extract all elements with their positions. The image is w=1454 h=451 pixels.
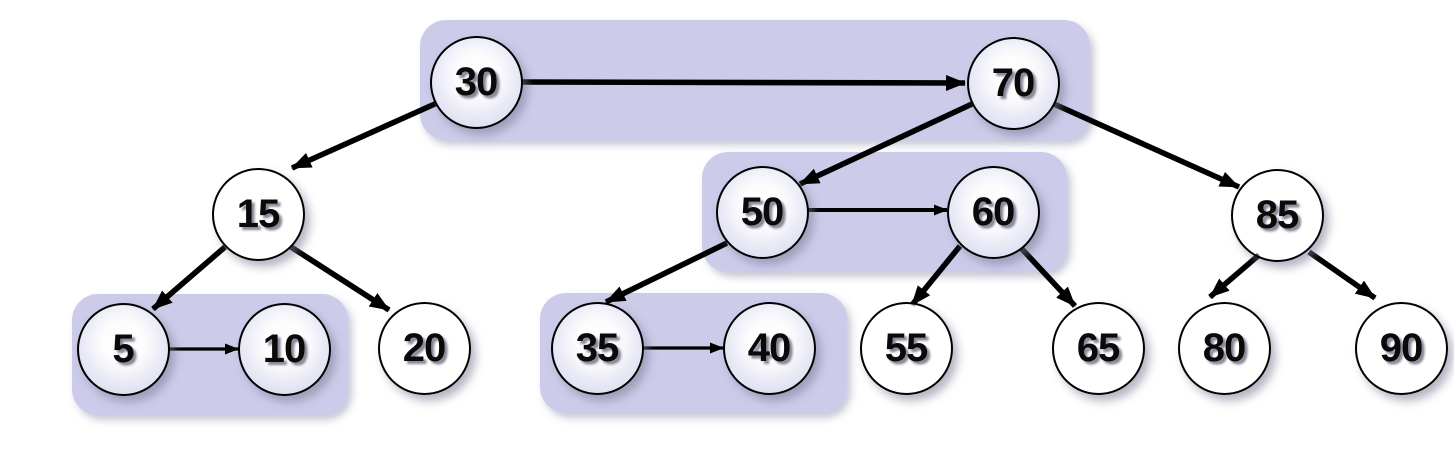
tree-node-60: 60 xyxy=(946,165,1040,259)
edge-85-90 xyxy=(1307,249,1377,301)
tree-node-10: 10 xyxy=(237,302,331,396)
edge-70-85 xyxy=(1052,101,1241,190)
edge-50-35 xyxy=(604,240,729,305)
tree-node-90: 90 xyxy=(1354,301,1448,395)
edge-60-65 xyxy=(1018,246,1078,308)
tree-node-50: 50 xyxy=(715,165,809,259)
edge-15-20 xyxy=(289,244,391,313)
tree-node-65: 65 xyxy=(1051,301,1145,395)
edge-30-15 xyxy=(290,100,439,171)
tree-node-5: 5 xyxy=(76,302,170,396)
tree-node-70: 70 xyxy=(966,36,1060,130)
tree-node-30: 30 xyxy=(429,35,523,129)
tree-node-55: 55 xyxy=(859,301,953,395)
edge-30-70 xyxy=(521,74,966,91)
edge-85-80 xyxy=(1208,252,1261,300)
tree-node-20: 20 xyxy=(377,301,471,395)
tree-node-40: 40 xyxy=(722,301,816,395)
edge-70-50 xyxy=(798,101,974,187)
tree-node-85: 85 xyxy=(1230,168,1324,262)
tree-node-35: 35 xyxy=(550,301,644,395)
edge-15-5 xyxy=(151,244,227,312)
tree-node-80: 80 xyxy=(1177,301,1271,395)
edge-60-55 xyxy=(909,244,963,307)
tree-node-15: 15 xyxy=(211,167,305,261)
